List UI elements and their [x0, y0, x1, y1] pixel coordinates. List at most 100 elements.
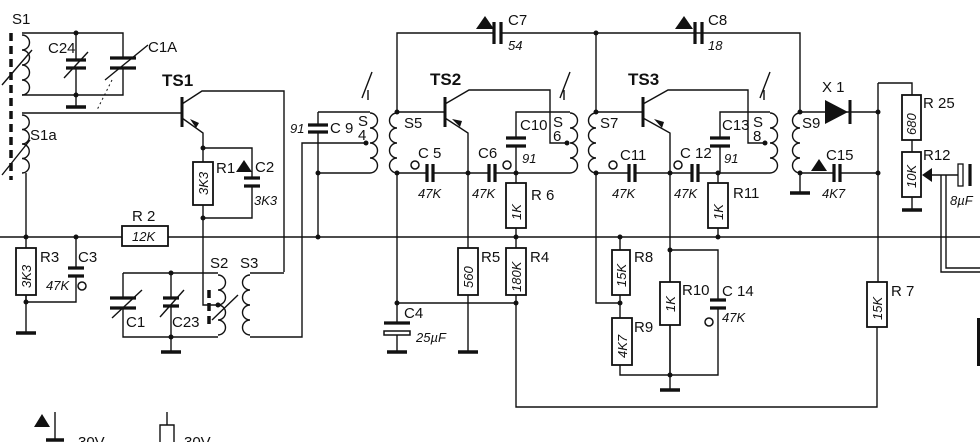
c8-label: C8: [708, 12, 727, 29]
capacitor-c15: [832, 164, 842, 182]
capacitor-c1a: [110, 56, 136, 70]
capacitor-c6: [487, 164, 497, 182]
r3-label: R3: [40, 249, 59, 266]
trim-arrow: [211, 294, 239, 321]
coil-s8: [769, 112, 779, 174]
wire: [202, 147, 253, 306]
c1-label: C1: [126, 314, 145, 331]
wire: [932, 174, 980, 273]
trim-marker: [559, 71, 571, 100]
capacitor-c13: [710, 136, 730, 148]
node: [667, 372, 673, 378]
coil-label-s9: S9: [802, 115, 820, 132]
c15-value: 4K7: [822, 186, 846, 201]
coil-label-s6: S: [553, 114, 563, 131]
capacitor-output: [957, 163, 964, 187]
node: [875, 170, 881, 176]
c-out-value: 8µF: [950, 193, 974, 208]
r9-value: 4K7: [615, 334, 630, 358]
trim-arrow: [63, 51, 89, 79]
resistor-r2: [121, 225, 169, 247]
capacitor-c7: [492, 22, 503, 44]
coil-label-s3: S3: [240, 255, 258, 272]
electrolytic-marker: [410, 160, 420, 170]
coil-s5: [388, 112, 398, 174]
r3-value: 3K3: [19, 264, 34, 288]
electrolytic-marker: [608, 160, 618, 170]
capacitor-c14: [710, 298, 726, 310]
r2-value: 12K: [132, 229, 156, 244]
r8-label: R8: [634, 249, 653, 266]
r6-value: 1K: [509, 203, 524, 220]
node: [73, 30, 79, 36]
coil-label-s8: S: [753, 114, 763, 131]
c10-value: 91: [522, 151, 536, 166]
legend-symbol-2: [159, 412, 175, 442]
electrolytic-marker: [502, 160, 512, 170]
coil-label-s6-num: 6: [553, 128, 561, 145]
c9-value: 91: [290, 121, 304, 136]
coil-label-s8-num: 8: [753, 128, 761, 145]
coil-label-s4-num: 4: [358, 127, 366, 144]
electrolytic-marker: [673, 160, 683, 170]
triangle-marker: [476, 16, 494, 29]
resistor-r5: [457, 247, 479, 296]
capacitor-c3: [68, 266, 84, 278]
legend-item-1: 30V: [78, 434, 105, 442]
node: [875, 109, 881, 115]
r11-value: 1K: [711, 203, 726, 220]
coil-label-s4: S: [358, 113, 368, 130]
c23-label: C23: [172, 314, 200, 331]
c8-value: 18: [708, 38, 723, 53]
node: [315, 170, 321, 176]
resistor-r1: [192, 161, 214, 206]
r12-label: R12: [923, 147, 951, 164]
node: [23, 299, 29, 305]
node: [667, 247, 673, 253]
coil-s1a: [21, 114, 30, 174]
c14-label: C 14: [722, 283, 754, 300]
capacitor-c2: [244, 176, 260, 188]
r8-value: 15K: [614, 263, 629, 287]
r7-label: R 7: [891, 283, 914, 300]
transistor-label-ts1: TS1: [162, 71, 193, 90]
r25-label: R 25: [923, 95, 955, 112]
ts1-collector: [181, 90, 285, 272]
node: [762, 140, 768, 146]
emitter-arrow: [190, 119, 199, 128]
capacitor-c4-negative-plate: [383, 330, 411, 336]
diode-x1: [825, 100, 848, 124]
r11-label: R11: [733, 185, 759, 202]
legend-item-2: 30V: [184, 434, 211, 442]
wire: [396, 32, 801, 112]
ferrite-adjust-arrow: [1, 49, 33, 176]
coil-label-s5: S5: [404, 115, 422, 132]
resistor-r11: [707, 182, 729, 229]
gang-link: [96, 79, 113, 111]
wire: [122, 272, 218, 352]
triangle-marker: [811, 159, 827, 171]
c7-label: C7: [508, 12, 527, 29]
c7-value: 54: [508, 38, 522, 53]
resistor-r6: [505, 182, 527, 229]
legend-triangle: [34, 414, 50, 427]
node: [23, 234, 29, 240]
c2-label: C2: [255, 159, 274, 176]
c14-value: 47K: [722, 310, 746, 325]
emitter-arrow: [452, 119, 462, 127]
node: [394, 300, 400, 306]
r5-value: 560: [461, 266, 476, 288]
c3-label: C3: [78, 249, 97, 266]
trim-arrow: [159, 289, 185, 318]
trim-marker: [361, 71, 373, 100]
emitter-arrow: [654, 119, 664, 128]
c1a-label: C1A: [148, 39, 177, 56]
triangle-marker: [236, 160, 252, 172]
node: [168, 334, 174, 340]
capacitor-c5: [425, 164, 435, 182]
c9-label: C 9: [330, 120, 353, 137]
c2-value: 3K3: [254, 193, 278, 208]
tune-arrow: [104, 44, 149, 81]
resistor-r9: [611, 317, 633, 366]
